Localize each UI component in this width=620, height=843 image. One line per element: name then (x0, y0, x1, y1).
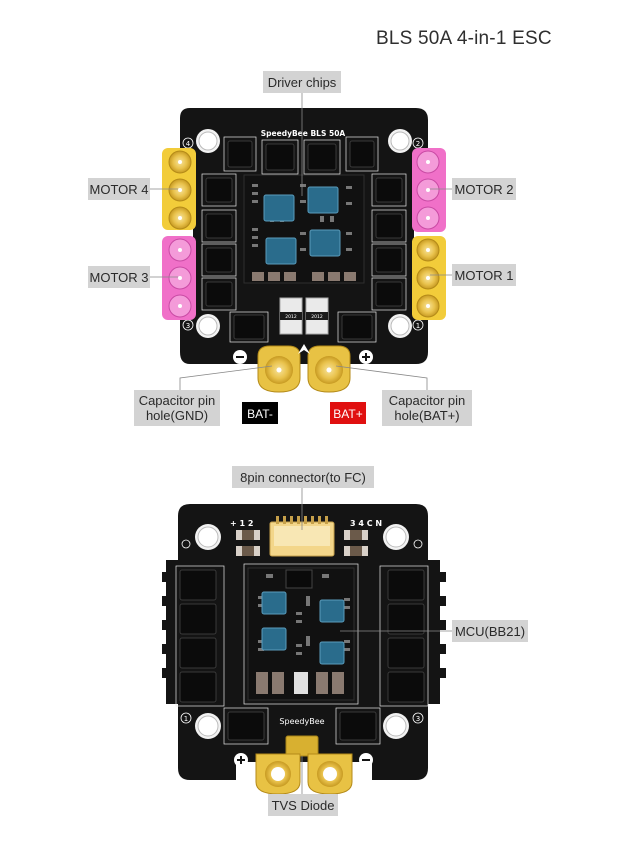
callout-motor3: MOTOR 3 (88, 266, 178, 288)
motor4-pads (162, 148, 196, 230)
mosfets-top (205, 140, 403, 340)
label-bat-minus: BAT- (242, 402, 278, 424)
battery-pads-bottom (255, 753, 353, 795)
callout-capacitor-gnd: Capacitor pin hole(GND) (134, 365, 273, 426)
edge-fins (162, 572, 446, 678)
passives-bottom (258, 574, 350, 655)
mount-hole-b-tl (195, 524, 221, 550)
bottom-silkscreen: SpeedyBee (279, 717, 324, 726)
svg-text:2012: 2012 (311, 314, 323, 320)
corner-number-b1: 1 (180, 712, 192, 724)
pad-text-right: 3 4 C N (350, 519, 382, 528)
svg-text:hole(BAT+): hole(BAT+) (394, 408, 459, 423)
plus-marker-top (359, 350, 373, 364)
pad-text-left: + 1 2 (230, 519, 253, 528)
svg-text:BAT+: BAT+ (333, 407, 362, 421)
callout-motor4: MOTOR 4 (88, 178, 178, 200)
top-board: 4 2 3 1 SpeedyBee BLS 50A (162, 108, 446, 393)
corner-number-b3: 3 (412, 712, 424, 724)
callout-connector: 8pin connector(to FC) (232, 466, 374, 530)
top-silkscreen: SpeedyBee BLS 50A (261, 129, 346, 138)
battery-pads-top (257, 345, 351, 393)
connector-8pin (269, 516, 335, 557)
mount-hole-b-br (383, 713, 409, 739)
mcu-chips (261, 591, 345, 665)
svg-text:MOTOR 4: MOTOR 4 (90, 182, 149, 197)
mount-hole-tl (196, 129, 220, 153)
svg-text:BAT-: BAT- (247, 407, 273, 421)
driver-area (243, 174, 365, 284)
motor2-pads (412, 148, 446, 232)
minus-marker-top (233, 350, 247, 364)
svg-text:8pin connector(to FC): 8pin connector(to FC) (240, 470, 366, 485)
shunt-resistors: 2012 2012 (279, 297, 329, 335)
svg-text:Capacitor pin: Capacitor pin (139, 393, 216, 408)
svg-text:MOTOR 1: MOTOR 1 (455, 268, 514, 283)
svg-text:2012: 2012 (285, 314, 297, 320)
svg-text:MCU(BB21): MCU(BB21) (455, 624, 525, 639)
resistor-row-bottom (256, 672, 344, 694)
mount-hole-bl (196, 314, 220, 338)
callout-motor2: MOTOR 2 (430, 178, 516, 200)
mount-hole-b-tr (383, 524, 409, 550)
regulator (285, 569, 313, 589)
callout-capacitor-bat: Capacitor pin hole(BAT+) (335, 365, 472, 426)
label-bat-plus: BAT+ (330, 402, 366, 424)
tvs-diode (285, 735, 319, 757)
svg-text:3: 3 (186, 322, 190, 330)
mount-hole-b-bl (195, 713, 221, 739)
motor1-pads (412, 236, 446, 320)
svg-text:Driver chips: Driver chips (268, 75, 337, 90)
callout-motor1: MOTOR 1 (430, 264, 516, 286)
corner-marker-b-tr (413, 539, 423, 549)
svg-text:4: 4 (186, 140, 191, 148)
svg-text:TVS Diode: TVS Diode (272, 798, 335, 813)
mosfets-bottom (179, 569, 425, 741)
page-title: BLS 50A 4-in-1 ESC (376, 28, 552, 49)
silkscreen-frames (201, 136, 407, 343)
svg-text:MOTOR 3: MOTOR 3 (90, 270, 149, 285)
callout-tvs: TVS Diode (268, 756, 338, 816)
connector-caps (236, 530, 368, 556)
corner-marker-b-tl (181, 539, 191, 549)
silkscreen-frames-b (175, 563, 429, 745)
motor3-pads (162, 236, 196, 320)
callout-mcu: MCU(BB21) (340, 620, 528, 642)
svg-text:3: 3 (416, 715, 420, 723)
svg-text:MOTOR 2: MOTOR 2 (455, 182, 514, 197)
bottom-board: 1 3 + 1 2 3 4 C N (162, 504, 446, 795)
svg-text:1: 1 (416, 322, 420, 330)
svg-text:Capacitor pin: Capacitor pin (389, 393, 466, 408)
driver-chips (263, 186, 341, 265)
passives-row-top (252, 272, 356, 281)
mount-hole-br (388, 314, 412, 338)
svg-text:2: 2 (416, 140, 420, 148)
minus-marker-bottom (359, 753, 373, 767)
svg-text:1: 1 (184, 715, 188, 723)
plus-marker-bottom (234, 753, 248, 767)
svg-text:hole(GND): hole(GND) (146, 408, 208, 423)
arrow-marker (298, 344, 310, 354)
callout-driver-chips: Driver chips (263, 71, 341, 196)
mount-hole-tr (388, 129, 412, 153)
